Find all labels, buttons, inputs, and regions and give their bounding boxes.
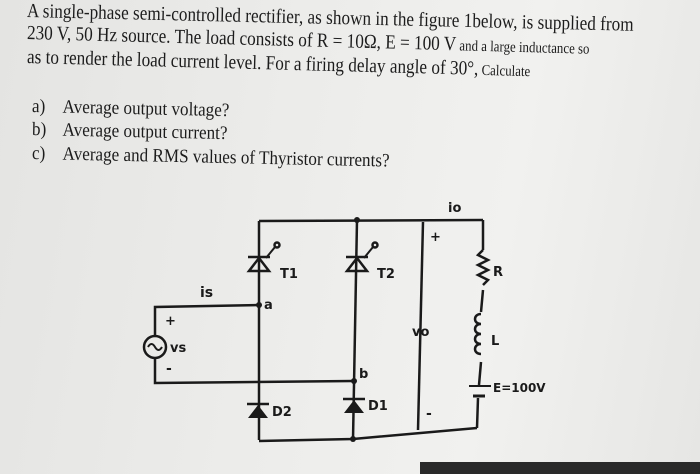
t2-thyristor-icon	[344, 255, 370, 273]
resistor-label: R	[493, 265, 503, 280]
resistor	[475, 249, 491, 286]
node-a-label: a	[264, 298, 273, 313]
source-wires	[153, 303, 354, 385]
t2-label: T2	[377, 267, 395, 282]
source-plus: +	[165, 314, 176, 329]
t1-label: T1	[280, 267, 298, 282]
bottom-junction-dot	[350, 436, 356, 442]
inductor	[473, 312, 482, 356]
source-current-label: is	[200, 285, 213, 301]
output-minus: -	[426, 406, 432, 422]
output-current-label: io	[448, 201, 461, 216]
node-b-label: b	[359, 367, 368, 382]
d1-label: D1	[368, 399, 388, 414]
t1-gate-terminal	[273, 241, 281, 249]
output-voltage-label: vo	[412, 325, 429, 340]
inductor-label: L	[491, 334, 499, 349]
load-wire	[475, 220, 485, 429]
sine-icon	[147, 343, 163, 351]
d1-diode-icon	[344, 400, 364, 413]
d2-label: D2	[272, 405, 292, 420]
top-junction-dot	[354, 217, 360, 223]
node-a-dot	[256, 302, 262, 308]
vo-line	[416, 221, 425, 431]
d2-diode-icon	[248, 405, 268, 418]
source-voltage-label: vs	[170, 341, 186, 356]
t1-thyristor-icon	[246, 255, 272, 273]
dark-edge	[420, 462, 700, 474]
output-plus: +	[430, 230, 441, 245]
t2-gate-terminal	[371, 241, 379, 249]
battery-label: E=100V	[493, 381, 546, 395]
bottom-wire	[258, 426, 478, 443]
top-wire	[258, 218, 484, 223]
ac-source-icon	[142, 334, 168, 360]
source-minus: -	[166, 361, 172, 377]
node-b-dot	[351, 378, 357, 384]
